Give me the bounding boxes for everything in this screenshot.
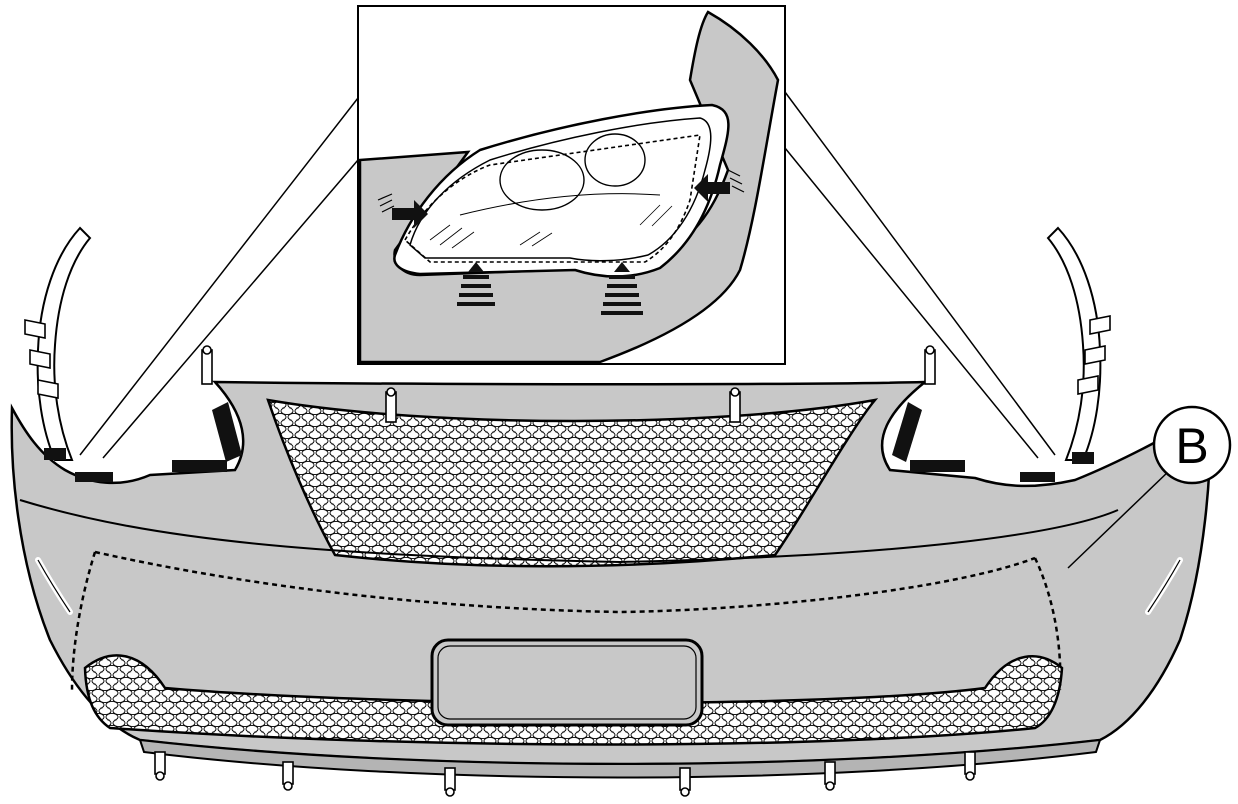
detail-inset [357, 5, 786, 365]
bottom-tab [964, 751, 976, 781]
top-tab [924, 345, 936, 385]
clip-arrow [601, 262, 643, 315]
top-tab [385, 387, 397, 423]
callout-label: B [1175, 418, 1208, 474]
left-wing-bracket [36, 226, 92, 461]
bumper-cover [10, 226, 1212, 779]
bottom-tab [824, 761, 836, 791]
bottom-tab [154, 751, 166, 781]
right-wing-bracket [1046, 226, 1102, 461]
seam-line-left [70, 551, 97, 691]
callout-b: B [1067, 405, 1232, 569]
lower-grille [83, 654, 1064, 746]
callout-circle [1152, 405, 1232, 485]
inset-leader-lines [79, 91, 1056, 459]
seam-line-upper [94, 550, 1036, 614]
clip-arrow [377, 193, 428, 228]
license-plate-recess [430, 638, 704, 727]
top-tab [729, 387, 741, 423]
mounting-tabs [154, 345, 976, 797]
bottom-tab [679, 767, 691, 797]
bottom-tab [444, 767, 456, 797]
top-tab [201, 345, 213, 385]
headlight-lens [409, 117, 712, 262]
bottom-tab [282, 761, 294, 791]
upper-grille [266, 398, 879, 568]
clip-arrow [457, 262, 495, 306]
upper-clips [44, 402, 1094, 482]
clip-arrow [694, 169, 745, 202]
